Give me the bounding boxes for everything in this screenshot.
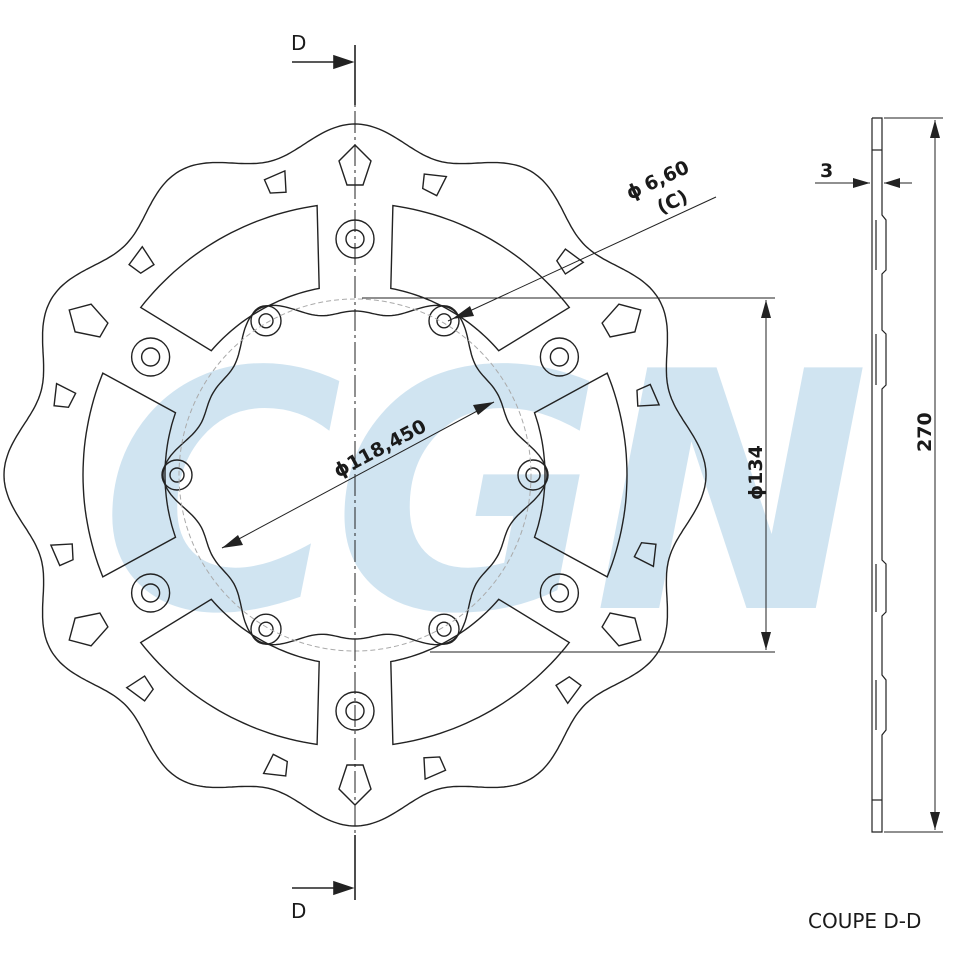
- section-caption: COUPE D-D: [808, 909, 921, 933]
- inner-diameter-label: ϕ134: [745, 445, 767, 500]
- disc-vent: [601, 612, 642, 647]
- rivet-hole: [549, 347, 570, 367]
- hole-leader: [447, 196, 717, 322]
- rivet-hole: [525, 467, 541, 483]
- rivet-hole: [258, 621, 274, 637]
- section-label-top: D: [291, 31, 306, 55]
- disc-vent: [68, 612, 109, 647]
- rivet-outer: [250, 305, 282, 337]
- rivet-hole: [549, 583, 570, 603]
- disc-slot: [263, 169, 287, 194]
- disc-vent: [68, 303, 109, 338]
- rivet-outer: [130, 337, 171, 377]
- rivet-outer: [428, 613, 460, 645]
- disc-slot: [636, 383, 661, 407]
- thickness-dimension: [815, 178, 912, 188]
- rivet-hole: [140, 583, 161, 603]
- disc-slot: [421, 173, 448, 197]
- pcd-dimension-line: [221, 401, 495, 549]
- rivet-hole: [258, 313, 274, 329]
- disc-slot: [262, 753, 289, 777]
- rivet-outer: [539, 337, 580, 377]
- disc-slots: [49, 144, 661, 806]
- rivet-hole: [436, 621, 452, 637]
- disc-slot: [53, 382, 77, 409]
- section-view: [871, 117, 887, 833]
- disc-slot: [128, 245, 155, 275]
- rivet-outer: [130, 573, 171, 613]
- disc-cutouts: [82, 204, 628, 746]
- rivet-outer: [539, 573, 580, 613]
- hole-diameter-value: 6,60: [641, 156, 693, 196]
- outer-diameter-dimension: [884, 117, 943, 833]
- disc-cutout: [82, 372, 177, 578]
- disc-slot: [423, 756, 447, 781]
- rivet-hole: [169, 467, 185, 483]
- rivet-hole: [436, 313, 452, 329]
- disc-cutout: [139, 598, 320, 746]
- thickness-label: 3: [820, 160, 833, 182]
- section-marker-top: [292, 45, 356, 105]
- disc-slot: [49, 543, 74, 567]
- watermark-logo: CGN: [100, 302, 866, 686]
- hole-diameter-symbol: ϕ: [623, 178, 646, 204]
- disc-vent: [601, 303, 642, 338]
- disc-cutout: [139, 204, 320, 352]
- rivet-hole: [140, 347, 161, 367]
- disc-cutout: [533, 372, 628, 578]
- disc-cutout: [390, 598, 571, 746]
- rivet-outer: [250, 613, 282, 645]
- disc-slot: [125, 675, 155, 702]
- disc-slot: [555, 675, 582, 705]
- section-marker-bottom: [292, 835, 356, 900]
- rivet-outer: [428, 305, 460, 337]
- rivet-outer: [161, 459, 193, 491]
- disc-slot: [555, 248, 585, 275]
- section-label-bottom: D: [291, 899, 306, 923]
- disc-slot: [633, 541, 657, 568]
- disc-cutout: [390, 204, 571, 352]
- inner-diameter-dimension: [362, 297, 775, 653]
- outer-diameter-label: 270: [914, 412, 936, 452]
- rivet-outer: [517, 459, 549, 491]
